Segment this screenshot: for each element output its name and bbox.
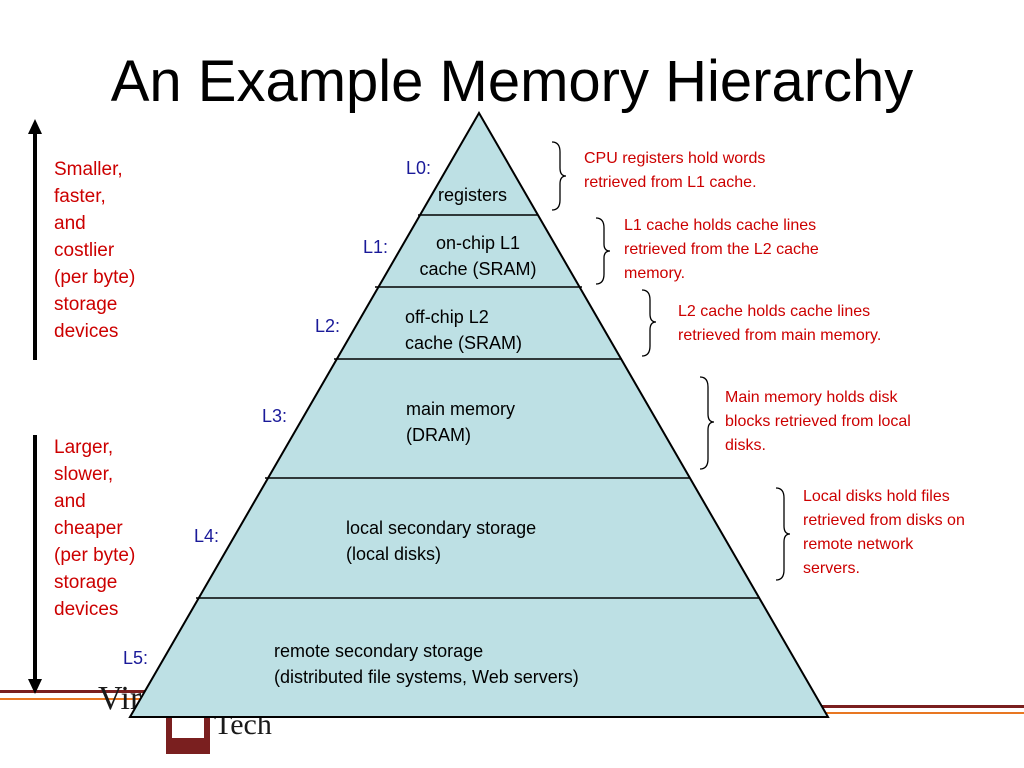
note-l2: L2 cache holds cache lines retrieved fro… <box>678 303 882 344</box>
smaller-faster-label: Smaller, faster, and costlier (per byte)… <box>54 159 136 342</box>
tier-local-disks: local secondary storage (local disks) <box>346 518 537 564</box>
brace-icon-l0 <box>551 141 567 211</box>
level-label-l1: L1: <box>363 237 389 257</box>
logo-shield-inner <box>172 716 204 738</box>
level-label-l2: L2: <box>315 316 341 336</box>
footer-bar-orange-left <box>0 698 150 700</box>
brace-icon-l3 <box>699 376 715 470</box>
brace-icon-l4 <box>775 487 791 581</box>
tier-l1-cache: on-chip L1 cache (SRAM) <box>419 233 537 279</box>
note-l4: Local disks hold files retrieved from di… <box>803 488 965 577</box>
slower-down-arrow-icon <box>28 435 42 694</box>
level-label-l3: L3: <box>262 406 288 426</box>
tier-remote-storage: remote secondary storage (distributed fi… <box>274 641 579 687</box>
note-l0: CPU registers hold words retrieved from … <box>584 150 766 191</box>
note-l3: Main memory holds disk blocks retrieved … <box>725 389 911 454</box>
tier-l2-cache: off-chip L2 cache (SRAM) <box>405 307 523 353</box>
level-label-l5: L5: <box>123 648 149 668</box>
brace-icon-l1 <box>595 217 611 285</box>
level-label-l0: L0: <box>406 158 432 178</box>
larger-slower-label: Larger, slower, and cheaper (per byte) s… <box>54 437 136 620</box>
tier-registers: registers <box>438 185 508 205</box>
pyramid-body <box>128 111 830 718</box>
brace-icon-l2 <box>641 289 657 357</box>
faster-up-arrow-icon <box>28 119 42 360</box>
level-label-l4: L4: <box>194 526 220 546</box>
tier-main-memory: main memory (DRAM) <box>406 399 516 445</box>
page-title: An Example Memory Hierarchy <box>110 49 914 114</box>
note-l1: L1 cache holds cache lines retrieved fro… <box>624 217 819 282</box>
footer-bar-maroon-left <box>0 690 150 693</box>
